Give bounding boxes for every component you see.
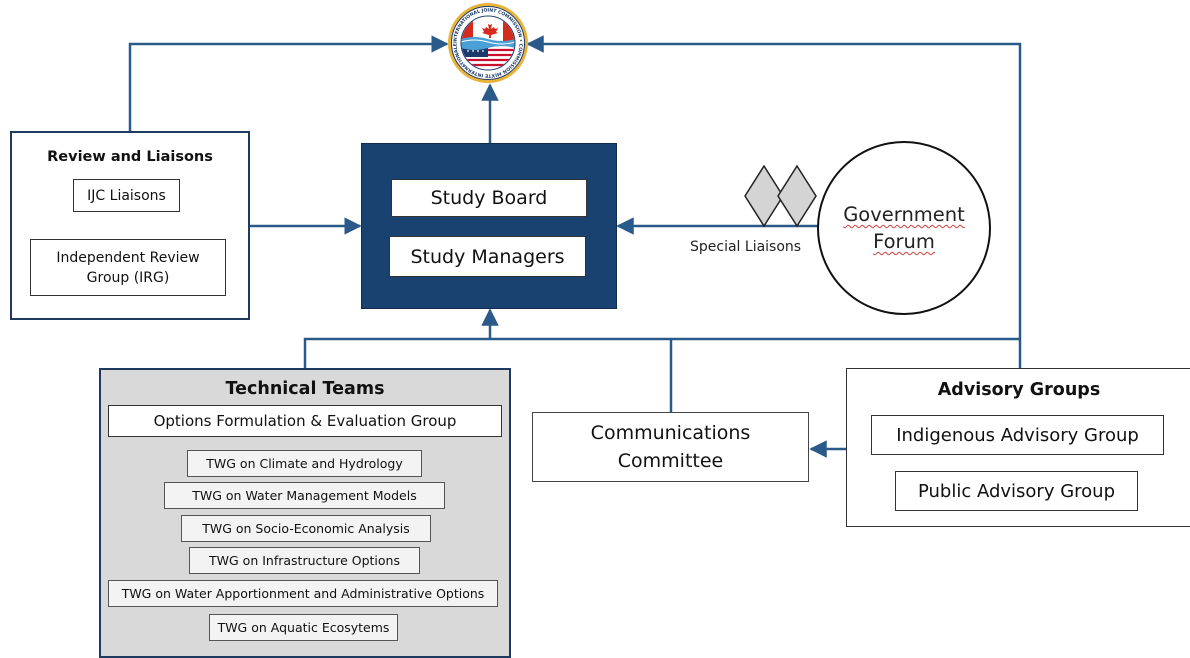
special-liaisons-label: Special Liaisons — [690, 239, 802, 255]
twg-label: TWG on Water Apportionment and Administr… — [121, 586, 485, 601]
review-and-liaisons-panel: Review and Liaisons IJC Liaisons Indepen… — [10, 131, 250, 320]
study-managers-label: Study Managers — [410, 245, 565, 268]
indigenous-advisory-box: Indigenous Advisory Group — [871, 415, 1164, 455]
twg-socio-economic-analysis: TWG on Socio-Economic Analysis — [181, 515, 431, 542]
twg-water-apportionment: TWG on Water Apportionment and Administr… — [108, 580, 498, 607]
twg-label: TWG on Water Management Models — [192, 488, 417, 503]
public-advisory-label: Public Advisory Group — [917, 480, 1116, 502]
advisory-groups-title: Advisory Groups — [937, 380, 1101, 400]
government-forum-line1: Government — [843, 203, 965, 226]
twg-infrastructure-options: TWG on Infrastructure Options — [189, 547, 420, 574]
irg-box: Independent Review Group (IRG) — [30, 239, 226, 296]
diamond-shape-right — [777, 165, 817, 228]
study-board-block: Study Board Study Managers — [361, 143, 617, 309]
study-managers-box: Study Managers — [389, 236, 586, 277]
communications-committee-box: Communications Committee — [532, 412, 809, 482]
technical-teams-panel: Technical Teams Options Formulation & Ev… — [99, 368, 511, 658]
ofeg-label: Options Formulation & Evaluation Group — [153, 412, 457, 430]
government-forum-circle: Government Forum — [817, 141, 991, 315]
twg-label: TWG on Infrastructure Options — [209, 553, 400, 568]
communications-line2: Committee — [617, 450, 724, 472]
ijc-liaisons-box: IJC Liaisons — [73, 179, 180, 212]
public-advisory-box: Public Advisory Group — [895, 471, 1138, 511]
twg-aquatic-ecosystems: TWG on Aquatic Ecosytems — [209, 614, 398, 641]
government-forum-line2: Forum — [873, 230, 935, 253]
ijc-liaisons-label: IJC Liaisons — [87, 187, 166, 204]
review-panel-title: Review and Liaisons — [47, 149, 213, 165]
twg-water-management-models: TWG on Water Management Models — [164, 482, 445, 509]
indigenous-advisory-label: Indigenous Advisory Group — [896, 424, 1139, 446]
twg-label: TWG on Aquatic Ecosytems — [217, 620, 390, 635]
seal-icon: INTERNATIONAL JOINT COMMISSION • COMMISS… — [448, 3, 528, 83]
ofeg-box: Options Formulation & Evaluation Group — [108, 405, 502, 437]
advisory-groups-panel: Advisory Groups Indigenous Advisory Grou… — [846, 368, 1190, 527]
twg-label: TWG on Climate and Hydrology — [206, 456, 403, 471]
technical-teams-title: Technical Teams — [225, 379, 385, 399]
ijc-seal: INTERNATIONAL JOINT COMMISSION • COMMISS… — [447, 2, 529, 84]
irg-label-line1: Independent Review — [56, 249, 200, 266]
diamond-shape-left — [744, 165, 784, 228]
study-board-box: Study Board — [391, 179, 587, 217]
communications-line1: Communications — [590, 422, 751, 444]
irg-label-line2: Group (IRG) — [86, 269, 170, 286]
twg-label: TWG on Socio-Economic Analysis — [202, 521, 410, 536]
study-board-label: Study Board — [430, 187, 548, 209]
twg-climate-hydrology: TWG on Climate and Hydrology — [187, 450, 422, 477]
special-liaisons-diamonds — [744, 165, 817, 228]
